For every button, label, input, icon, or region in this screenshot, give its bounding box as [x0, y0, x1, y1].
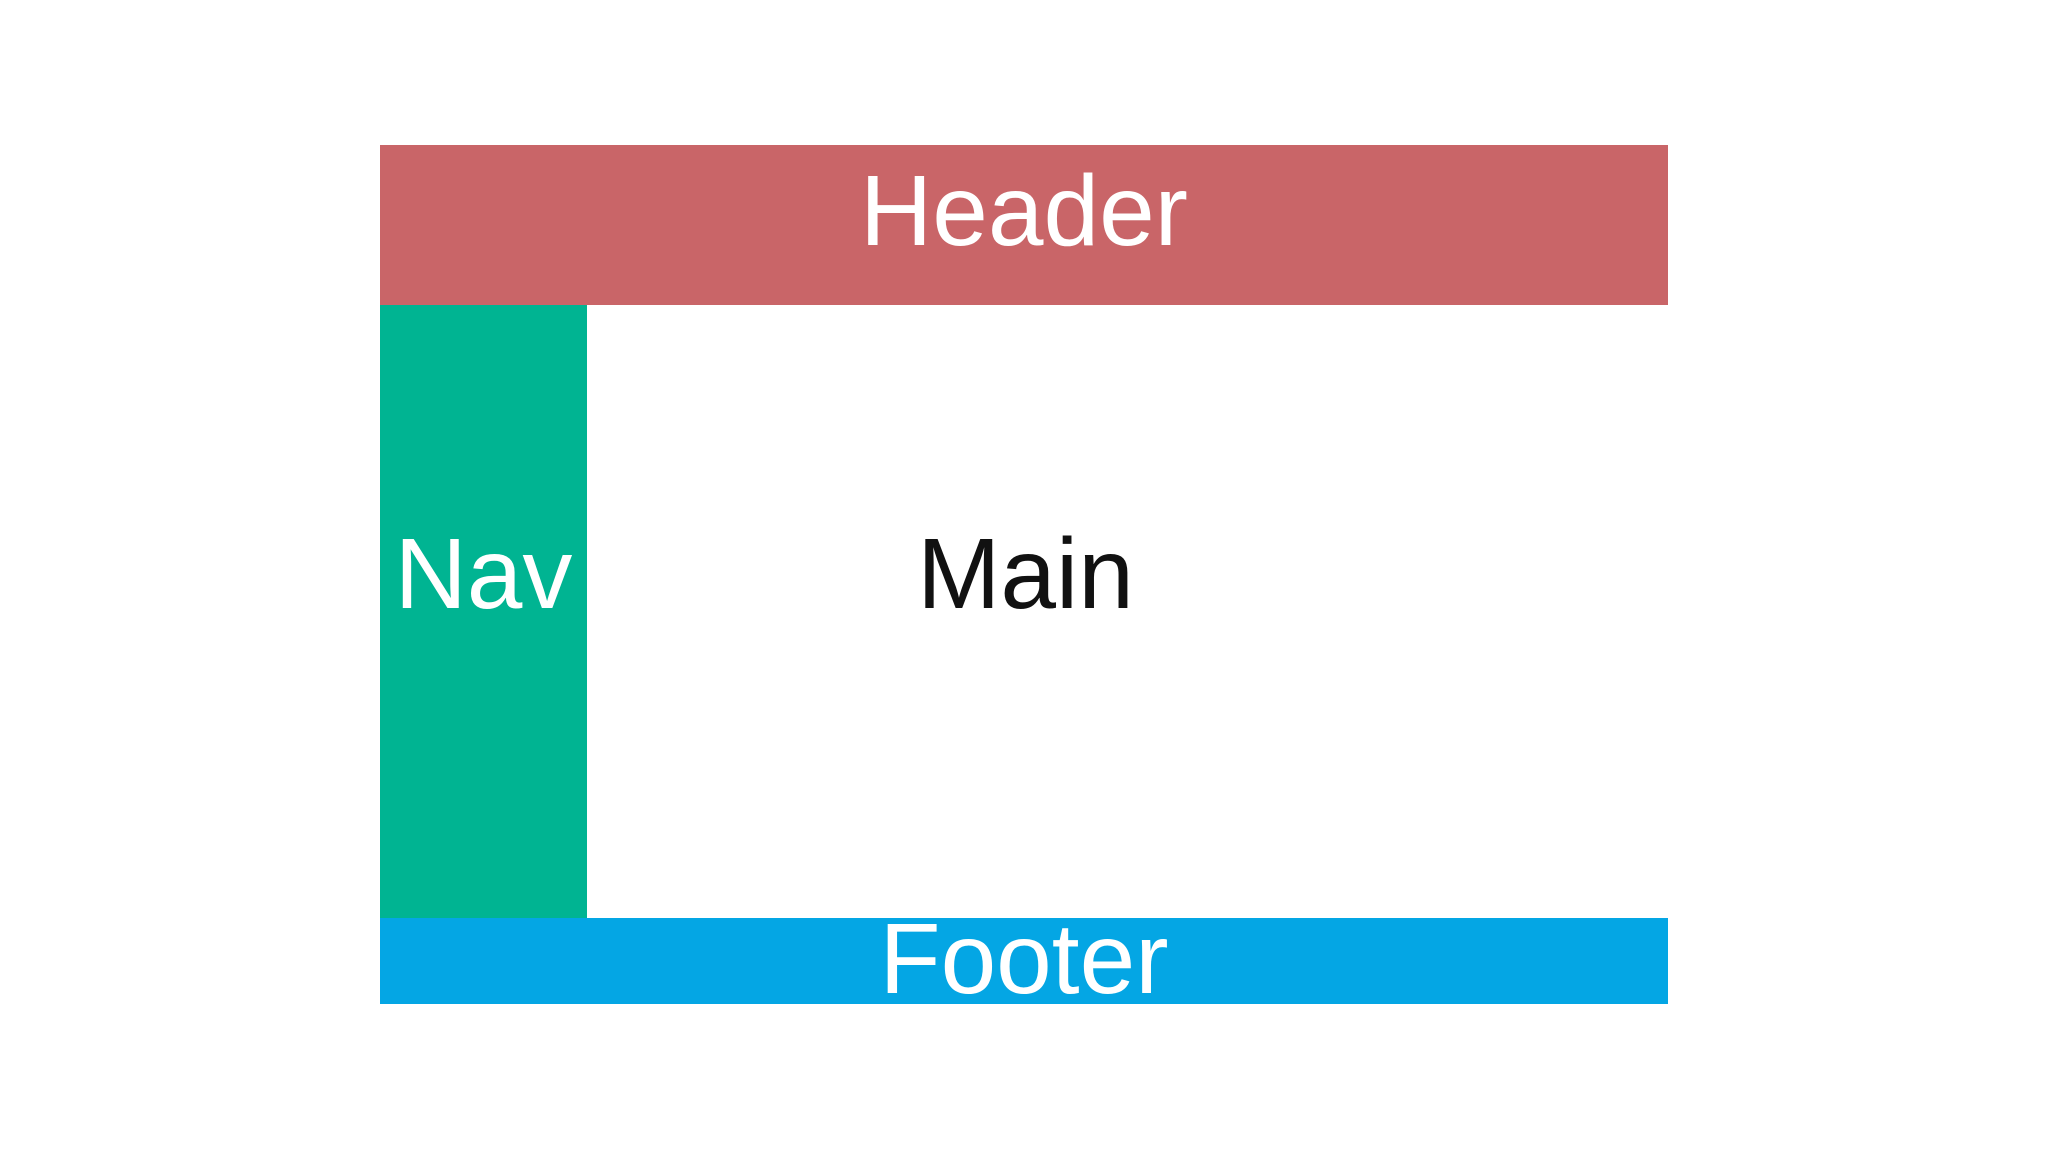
header-region: Header — [380, 145, 1668, 305]
nav-label: Nav — [394, 518, 573, 630]
nav-region: Nav — [380, 305, 587, 918]
footer-label: Footer — [879, 902, 1169, 1015]
header-label: Header — [860, 154, 1188, 267]
layout-diagram: Header Nav Main Footer — [380, 145, 1668, 1015]
main-region: Main — [587, 305, 1668, 918]
middle-row: Nav Main — [380, 305, 1668, 918]
main-label: Main — [917, 518, 1134, 630]
footer-region: Footer — [380, 903, 1668, 1015]
